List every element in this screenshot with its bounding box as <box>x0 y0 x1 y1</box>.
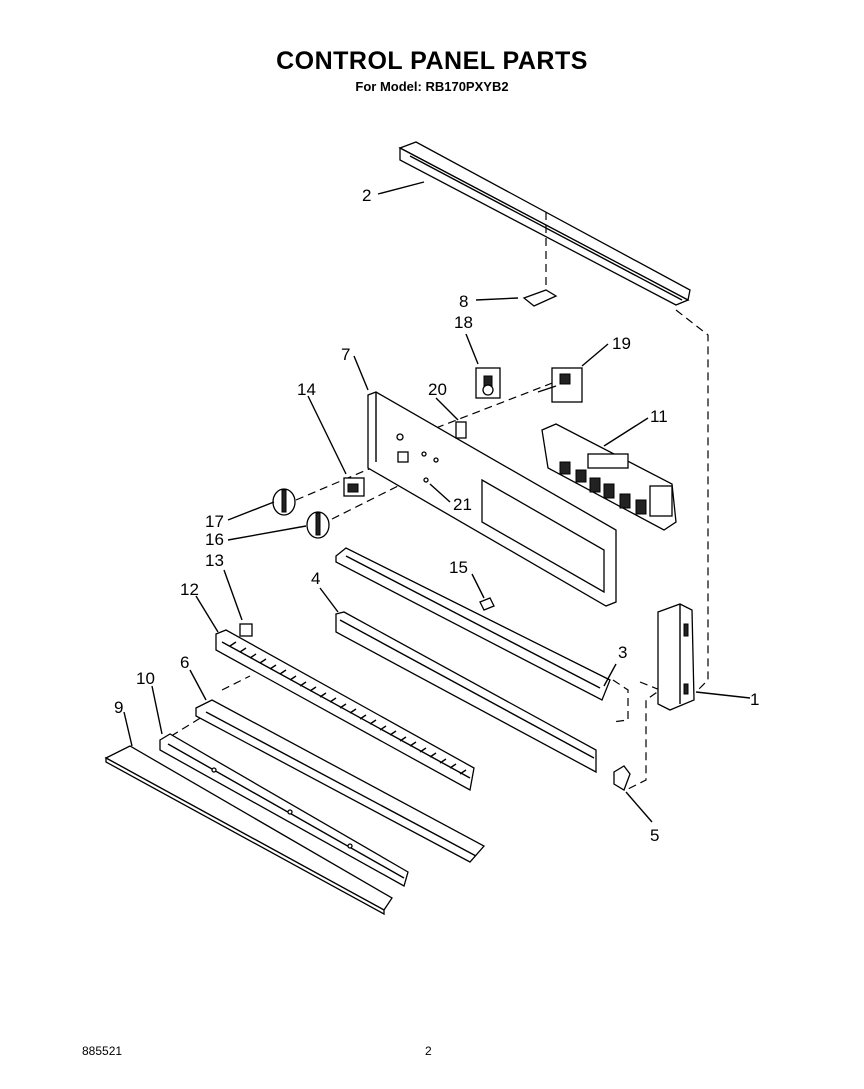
part-1-end-cap <box>657 603 695 711</box>
callout-17: 17 <box>205 512 224 531</box>
callout-4: 4 <box>311 569 320 588</box>
callout-1: 1 <box>750 690 759 709</box>
part-2-top-trim <box>398 141 691 306</box>
part-11-clock-board <box>541 423 677 531</box>
part-6-channel <box>195 699 486 863</box>
model-subtitle: For Model: RB170PXYB2 <box>355 79 509 94</box>
part-13-bracket <box>239 623 253 637</box>
callout-9: 9 <box>114 698 123 717</box>
callout-19: 19 <box>612 334 631 353</box>
callout-7: 7 <box>341 345 350 364</box>
part-20-bracket <box>455 421 467 439</box>
document-number: 885521 <box>82 1044 123 1058</box>
callout-13: 13 <box>205 551 224 570</box>
part-17-knob <box>272 488 296 516</box>
callout-14: 14 <box>297 380 316 399</box>
part-16-knob <box>306 511 330 539</box>
callout-3: 3 <box>618 643 627 662</box>
callout-5: 5 <box>650 826 659 845</box>
callout-18: 18 <box>454 313 473 332</box>
part-18-switch <box>475 367 501 399</box>
part-19-thermostat <box>537 367 583 403</box>
part-15-clip <box>479 597 495 611</box>
callout-2: 2 <box>362 186 371 205</box>
part-5-clip <box>613 765 631 791</box>
part-4-lower-trim <box>335 611 597 774</box>
callout-12: 12 <box>180 580 199 599</box>
callout-8: 8 <box>459 292 468 311</box>
callout-6: 6 <box>180 653 189 672</box>
callout-10: 10 <box>136 669 155 688</box>
part-12-vent-grille <box>215 629 475 792</box>
part-3-trim <box>335 547 611 701</box>
part-7-control-panel <box>367 391 617 607</box>
page-title: CONTROL PANEL PARTS <box>276 47 588 75</box>
part-10-bracket <box>159 733 409 887</box>
callout-leaders <box>123 181 751 823</box>
part-8-clip <box>522 289 558 307</box>
part-14-bushing <box>343 477 365 497</box>
callout-15: 15 <box>449 558 468 577</box>
callout-11: 11 <box>650 407 668 426</box>
callout-20: 20 <box>428 380 447 399</box>
callout-21: 21 <box>453 495 472 514</box>
part-9-plate <box>104 745 393 916</box>
callout-16: 16 <box>205 530 224 549</box>
page-number: 2 <box>425 1044 432 1058</box>
